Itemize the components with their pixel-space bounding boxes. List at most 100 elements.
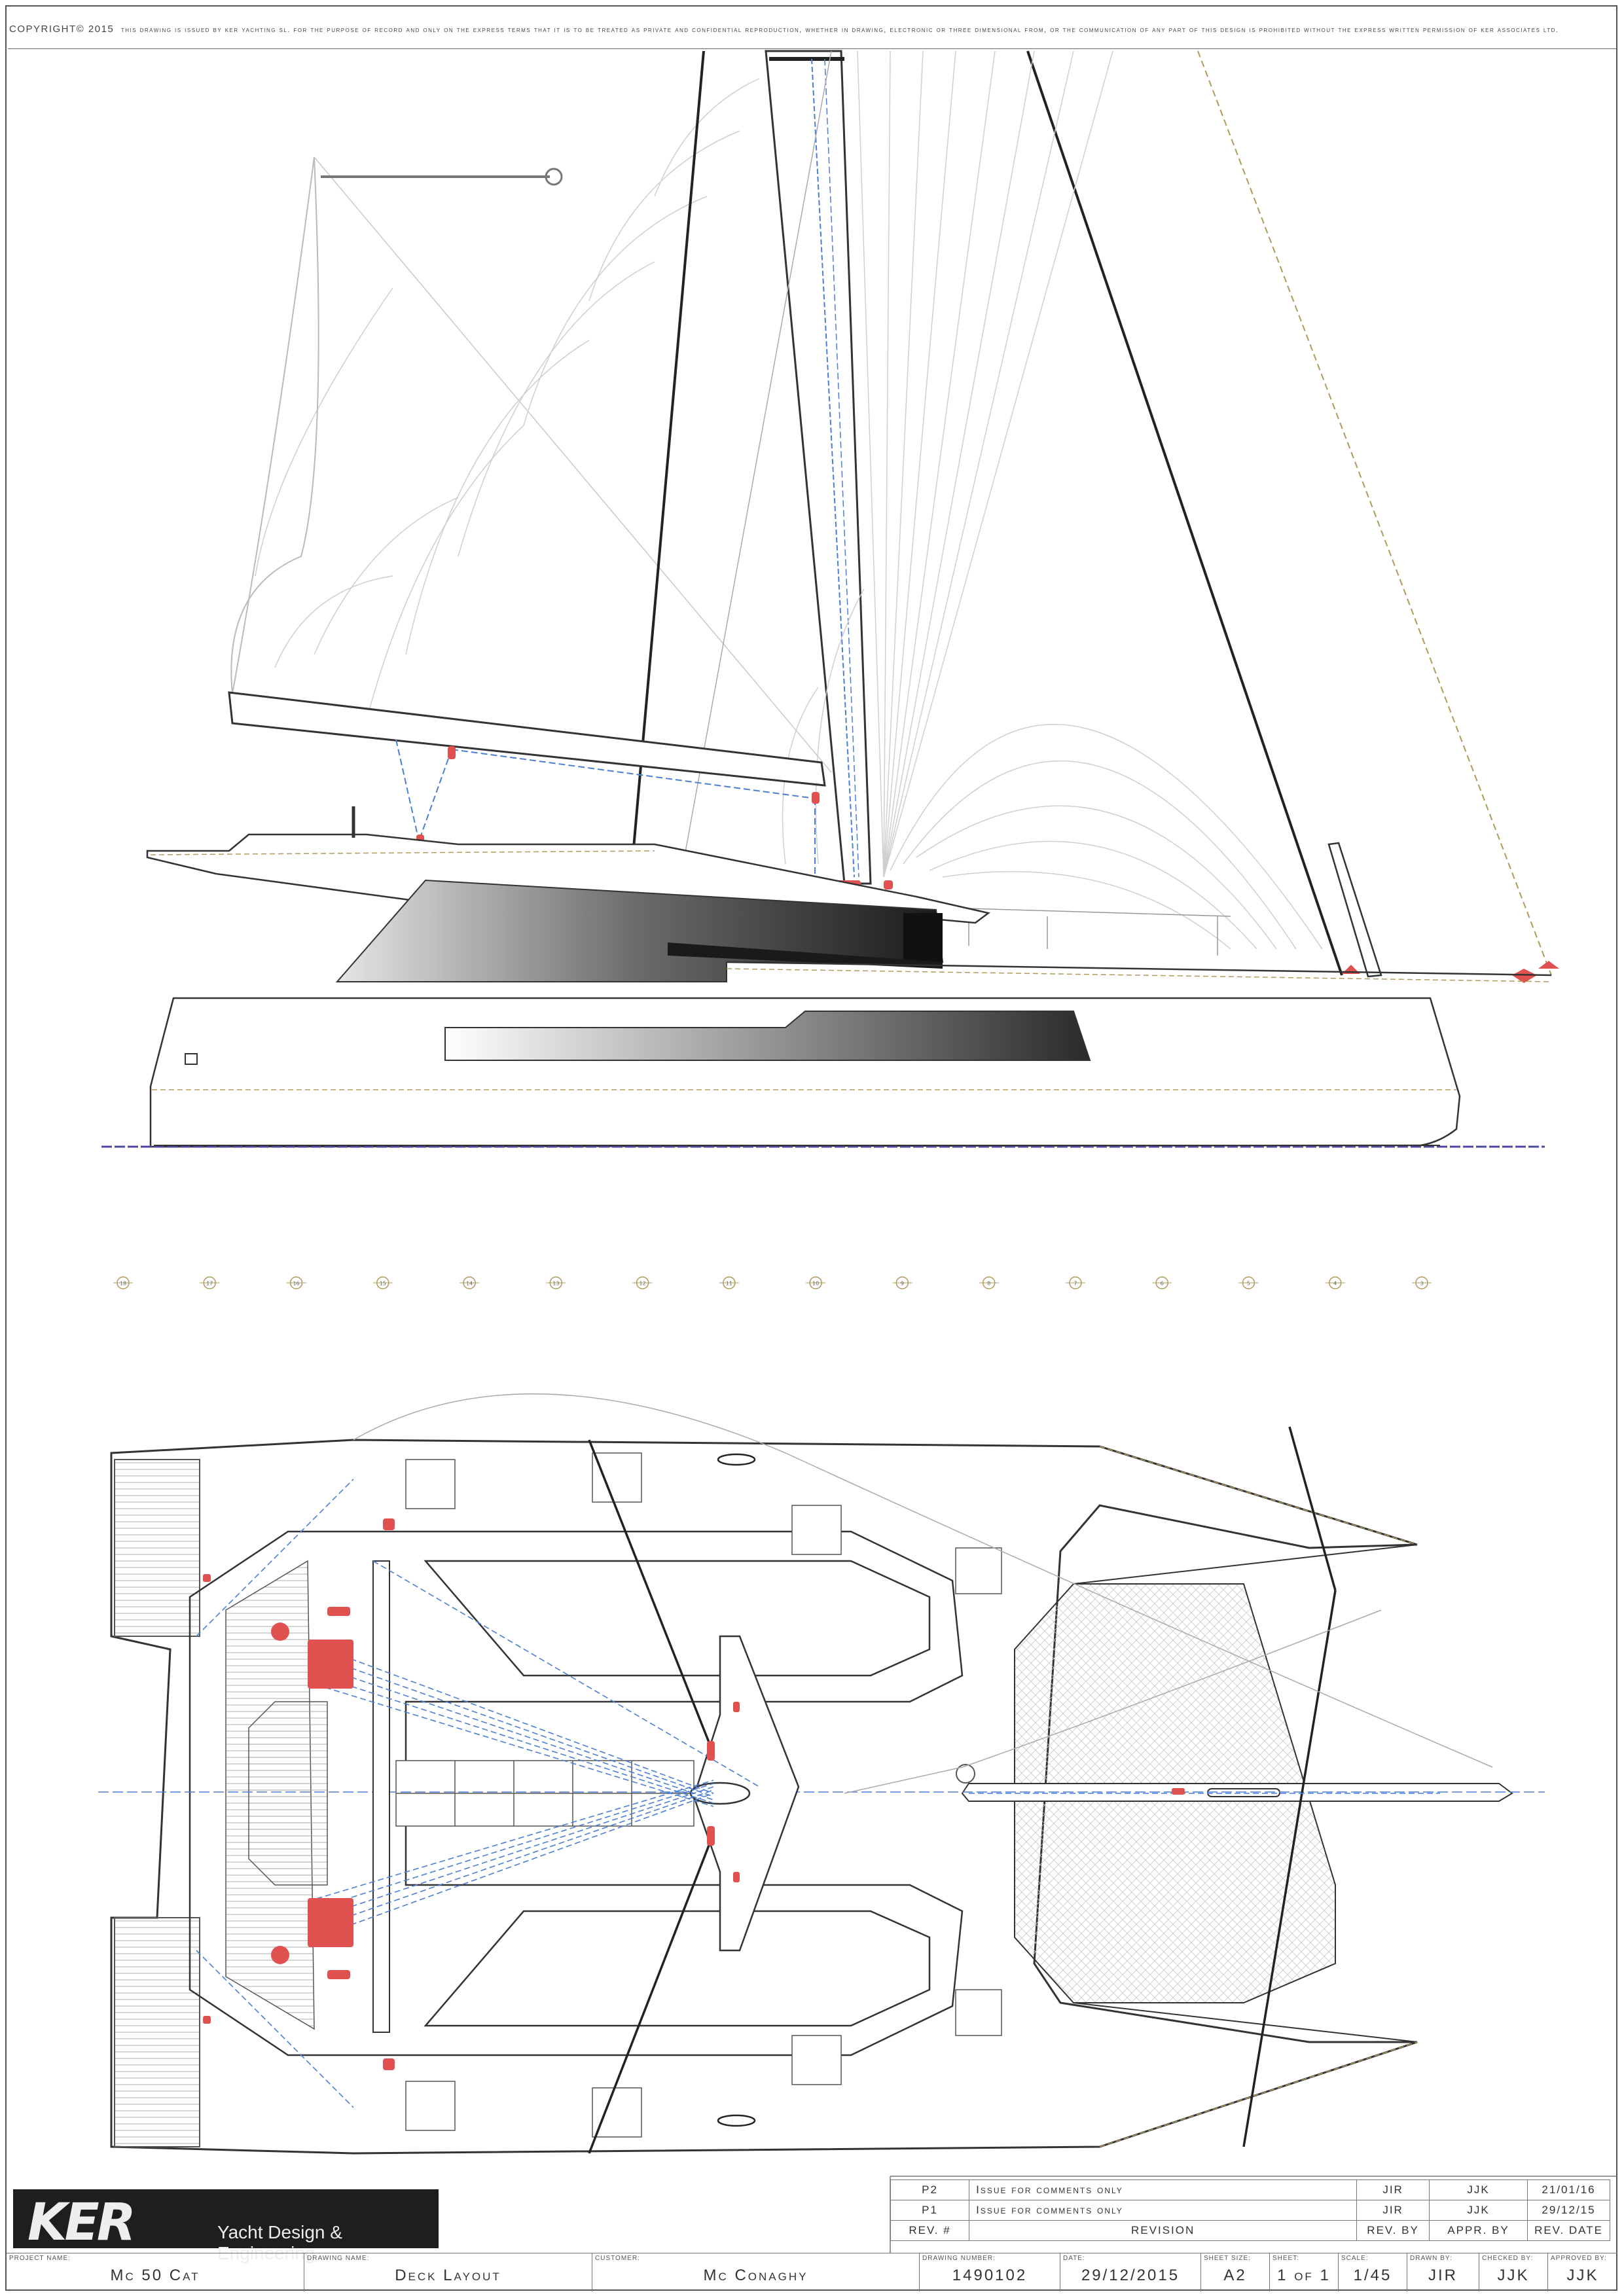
sheet-size-cell: SHEET SIZE: A2 (1201, 2253, 1270, 2291)
revision-header-row: REV. # REVISION REV. BY APPR. BY REV. DA… (890, 2220, 1610, 2241)
station-label: 7 (1074, 1281, 1077, 1287)
copyright-text: this drawing is issued by ker yachting s… (120, 26, 1559, 34)
scale-cell: SCALE: 1/45 (1339, 2253, 1407, 2291)
project-name-label: PROJECT NAME: (9, 2255, 71, 2262)
station-label: 16 (293, 1281, 299, 1287)
approved-by-cell: APPROVED BY: JJK (1548, 2253, 1617, 2291)
starboard-transom-step (114, 1917, 200, 2147)
rev-approved: JJK (1428, 2200, 1528, 2221)
sheet-size-label: SHEET SIZE: (1204, 2255, 1251, 2262)
station-label: 18 (120, 1281, 126, 1287)
drawing-frame (5, 5, 1617, 2291)
rev-header-date: REV. DATE (1527, 2220, 1610, 2241)
sheet-label: SHEET: (1272, 2255, 1300, 2262)
drawn-by-value: JIR (1428, 2267, 1458, 2284)
mainsheet-lines (395, 739, 816, 877)
station-label: 9 (901, 1281, 904, 1287)
rev-date: 21/01/16 (1527, 2179, 1610, 2200)
station-label: 17 (206, 1281, 213, 1287)
station-markers: 18 17 16 15 14 13 12 11 10 9 8 7 6 5 4 3 (113, 1276, 1432, 1289)
bow-pulpit (1327, 842, 1382, 978)
revision-row: P2 Issue for comments only JIR JJK 21/01… (890, 2179, 1610, 2200)
station-label: 10 (812, 1281, 819, 1287)
station-label: 13 (552, 1281, 559, 1287)
rev-by: JIR (1356, 2200, 1430, 2221)
copyright-notice: COPYRIGHT© 2015 this drawing is issued b… (9, 24, 1613, 35)
drawing-name-value: Deck Layout (395, 2267, 501, 2284)
rev-number: P1 (890, 2200, 970, 2221)
drawing-name-label: DRAWING NAME: (307, 2255, 370, 2262)
title-block: PROJECT NAME: Mc 50 Cat DRAWING NAME: De… (7, 2253, 1617, 2293)
approved-by-label: APPROVED BY: (1551, 2255, 1607, 2262)
rev-number: P2 (890, 2179, 970, 2200)
date-value: 29/12/2015 (1081, 2267, 1180, 2284)
customer-label: CUSTOMER: (595, 2255, 640, 2262)
logo-mark: KER (27, 2193, 136, 2252)
station-label: 15 (380, 1281, 386, 1287)
project-name-value: Mc 50 Cat (110, 2267, 200, 2284)
hull-port-light (185, 1053, 198, 1065)
notice-divider (8, 48, 1617, 49)
customer-value: Mc Conaghy (703, 2267, 808, 2284)
drawing-number-value: 1490102 (952, 2267, 1028, 2284)
station-label: 8 (987, 1281, 990, 1287)
mast (765, 50, 872, 885)
customer-cell: CUSTOMER: Mc Conaghy (592, 2253, 920, 2291)
station-label: 4 (1333, 1281, 1337, 1287)
checked-by-cell: CHECKED BY: JJK (1479, 2253, 1548, 2291)
mast-section (689, 1782, 751, 1805)
rev-by: JIR (1356, 2179, 1430, 2200)
side-elevation (101, 50, 1559, 1148)
hatches (405, 1452, 1002, 2138)
rev-header-number: REV. # (890, 2220, 970, 2241)
date-cell: DATE: 29/12/2015 (1060, 2253, 1201, 2291)
rev-header-description: REVISION (969, 2220, 1358, 2241)
boom (228, 691, 826, 787)
project-name-cell: PROJECT NAME: Mc 50 Cat (7, 2253, 304, 2291)
station-label: 12 (640, 1281, 646, 1287)
forestay (1026, 50, 1343, 976)
hull-window (444, 1011, 1091, 1061)
rev-header-approved: APPR. BY (1428, 2220, 1528, 2241)
rev-header-by: REV. BY (1356, 2220, 1430, 2241)
checked-by-label: CHECKED BY: (1482, 2255, 1534, 2262)
drawing-number-label: DRAWING NUMBER: (922, 2255, 996, 2262)
sheet-value: 1 of 1 (1277, 2267, 1331, 2284)
code-zero-leech (1197, 50, 1552, 976)
station-label: 11 (726, 1281, 732, 1287)
drawn-by-cell: DRAWN BY: JIR (1407, 2253, 1479, 2291)
scale-label: SCALE: (1341, 2255, 1369, 2262)
cabin-top-starboard (424, 1910, 931, 2027)
shroud (621, 50, 705, 982)
ker-logo: KER Yacht Design & Engineering (13, 2189, 439, 2263)
station-label: 14 (466, 1281, 473, 1287)
rev-date: 29/12/15 (1527, 2200, 1610, 2221)
plan-rigging (588, 1426, 1337, 2154)
approved-by-value: JJK (1566, 2267, 1599, 2284)
scale-value: 1/45 (1353, 2267, 1392, 2284)
deck-hatch-panels (395, 1760, 695, 1827)
station-label: 5 (1247, 1281, 1250, 1287)
drawing-name-cell: DRAWING NAME: Deck Layout (304, 2253, 592, 2291)
traveller (372, 1560, 390, 2033)
plan-control-lines (196, 1479, 1440, 2108)
drawing-number-cell: DRAWING NUMBER: 1490102 (920, 2253, 1060, 2291)
sheet-size-value: A2 (1223, 2267, 1247, 2284)
mainsail-battens (255, 78, 760, 721)
headsail-fan-lines (782, 50, 1323, 950)
plan-hardware (203, 1518, 1185, 2070)
rev-approved: JJK (1428, 2179, 1528, 2200)
sheet-cell: SHEET: 1 of 1 (1270, 2253, 1339, 2291)
station-label: 3 (1420, 1281, 1423, 1287)
station-label: 6 (1161, 1281, 1164, 1287)
drawn-by-label: DRAWN BY: (1410, 2255, 1453, 2262)
cabin-top-port (424, 1560, 931, 1677)
copyright-tag: COPYRIGHT© 2015 (9, 24, 115, 35)
revision-table: P2 Issue for comments only JIR JJK 21/01… (890, 2179, 1610, 2241)
rev-description: Issue for comments only (969, 2200, 1358, 2221)
date-label: DATE: (1063, 2255, 1085, 2262)
checked-by-value: JJK (1497, 2267, 1530, 2284)
rev-description: Issue for comments only (969, 2179, 1358, 2200)
port-transom-step (114, 1459, 200, 1637)
